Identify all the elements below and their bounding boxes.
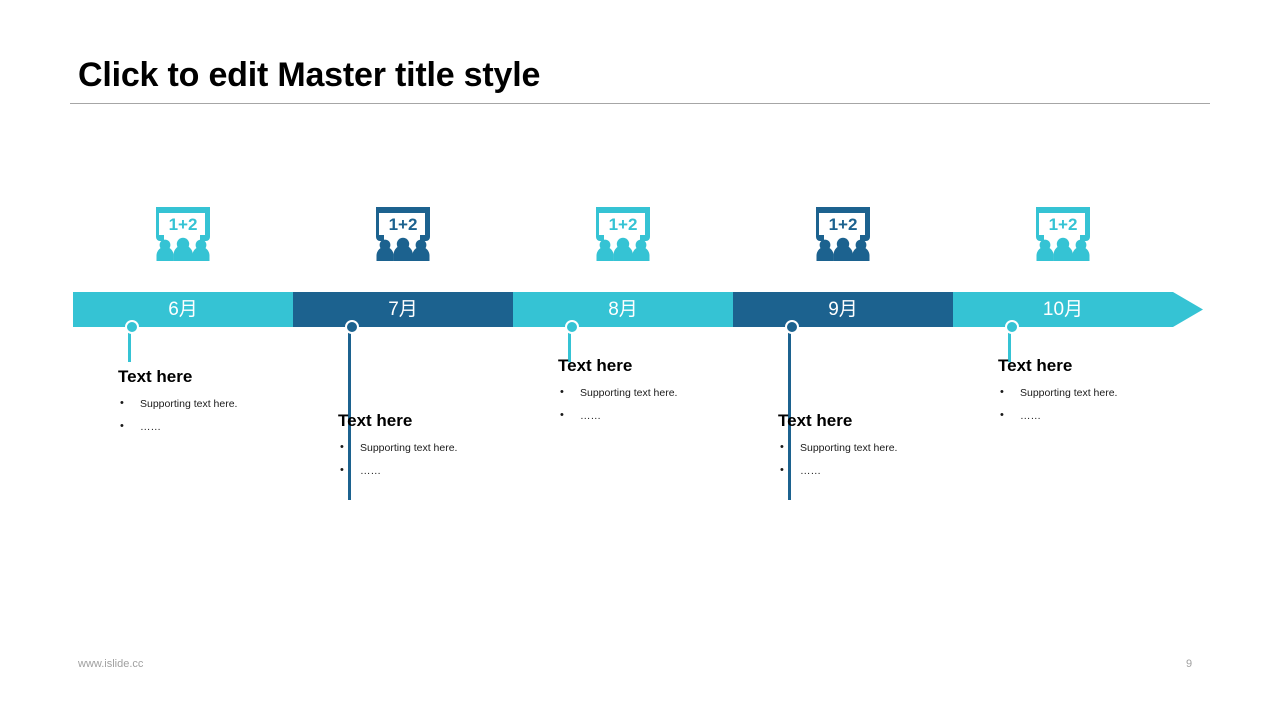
milestone-bullet-item[interactable]: • …… bbox=[118, 420, 348, 434]
bullet-dot-icon: • bbox=[1000, 409, 1004, 422]
milestone-bullet-list: • Supporting text here. • …… bbox=[778, 440, 1008, 478]
milestone-bullet-item[interactable]: • …… bbox=[778, 464, 1008, 478]
milestone-bullet-text: …… bbox=[580, 410, 601, 423]
milestone-heading[interactable]: Text here bbox=[118, 367, 193, 386]
timeline-segment-month-label: 10月 bbox=[1042, 299, 1084, 320]
milestone-bullet-text: Supporting text here. bbox=[800, 441, 898, 454]
milestone-bullet-item[interactable]: • …… bbox=[558, 409, 788, 423]
timeline-segment-month-label: 7月 bbox=[388, 299, 418, 320]
milestone-bullet-item[interactable]: • Supporting text here. bbox=[998, 385, 1228, 399]
svg-text:1+2: 1+2 bbox=[1049, 215, 1078, 234]
milestone-text-block-1[interactable]: Text here • Supporting text here. • …… bbox=[118, 367, 348, 446]
bullet-dot-icon: • bbox=[340, 464, 344, 477]
connector-dot bbox=[785, 320, 799, 334]
milestone-bullet-item[interactable]: • …… bbox=[338, 464, 568, 478]
milestone-bullet-text: …… bbox=[800, 465, 821, 478]
timeline-segment-4[interactable]: 9月 bbox=[733, 292, 953, 327]
svg-text:1+2: 1+2 bbox=[389, 215, 418, 234]
milestone-bullet-item[interactable]: • Supporting text here. bbox=[118, 396, 348, 410]
bullet-dot-icon: • bbox=[560, 385, 564, 398]
milestone-heading[interactable]: Text here bbox=[558, 356, 633, 375]
bullet-dot-icon: • bbox=[120, 396, 124, 409]
svg-text:1+2: 1+2 bbox=[829, 215, 858, 234]
timeline-segment-5[interactable]: 10月 bbox=[953, 292, 1173, 327]
icon-row: 1+2 1+2 1+2 1+2 1+2 bbox=[73, 203, 1203, 265]
connector-line bbox=[1007, 328, 1011, 362]
milestone-bullet-item[interactable]: • …… bbox=[998, 409, 1228, 423]
milestone-bullet-text: Supporting text here. bbox=[1020, 386, 1118, 399]
bullet-dot-icon: • bbox=[340, 440, 344, 453]
milestone-bullet-text: …… bbox=[140, 421, 161, 434]
milestone-bullet-item[interactable]: • Supporting text here. bbox=[338, 440, 568, 454]
timeline-segment-month-label: 9月 bbox=[828, 299, 858, 320]
milestone-heading[interactable]: Text here bbox=[778, 411, 853, 430]
timeline-connector-3 bbox=[565, 320, 579, 364]
bullet-dot-icon: • bbox=[780, 464, 784, 477]
milestone-bullet-text: …… bbox=[360, 465, 381, 478]
bullet-dot-icon: • bbox=[780, 440, 784, 453]
bullet-dot-icon: • bbox=[1000, 385, 1004, 398]
timeline-segment-1[interactable]: 6月 bbox=[73, 292, 293, 327]
milestone-text-block-4[interactable]: Text here • Supporting text here. • …… bbox=[778, 411, 1008, 490]
timeline-segment-2[interactable]: 7月 bbox=[293, 292, 513, 327]
timeline-segment-month-label: 6月 bbox=[168, 299, 198, 320]
footer-watermark: www.islide.cc bbox=[78, 658, 144, 670]
timeline-segment-3[interactable]: 8月 bbox=[513, 292, 733, 327]
classroom-presentation-icon: 1+2 bbox=[812, 203, 874, 265]
classroom-presentation-icon: 1+2 bbox=[152, 203, 214, 265]
milestone-text-block-5[interactable]: Text here • Supporting text here. • …… bbox=[998, 356, 1228, 435]
milestone-heading[interactable]: Text here bbox=[338, 411, 413, 430]
timeline-connector-5 bbox=[1005, 320, 1019, 364]
milestone-bullet-list: • Supporting text here. • …… bbox=[558, 385, 788, 423]
svg-text:1+2: 1+2 bbox=[169, 215, 198, 234]
connector-line bbox=[787, 328, 791, 500]
title-divider bbox=[70, 103, 1210, 104]
connector-dot bbox=[345, 320, 359, 334]
page-title[interactable]: Click to edit Master title style bbox=[78, 56, 541, 94]
connector-dot bbox=[125, 320, 139, 334]
milestone-bullet-text: Supporting text here. bbox=[580, 386, 678, 399]
milestone-bullet-list: • Supporting text here. • …… bbox=[338, 440, 568, 478]
milestone-bullet-text: Supporting text here. bbox=[140, 397, 238, 410]
milestone-bullet-list: • Supporting text here. • …… bbox=[118, 396, 348, 434]
classroom-presentation-icon: 1+2 bbox=[592, 203, 654, 265]
milestone-bullet-text: Supporting text here. bbox=[360, 441, 458, 454]
milestone-heading[interactable]: Text here bbox=[998, 356, 1073, 375]
milestone-bullet-text: …… bbox=[1020, 410, 1041, 423]
timeline-bar: 6月 7月 8月 9月 10月 bbox=[73, 292, 1203, 327]
milestone-bullet-item[interactable]: • Supporting text here. bbox=[778, 440, 1008, 454]
connector-line bbox=[127, 328, 131, 362]
connector-dot bbox=[565, 320, 579, 334]
milestone-bullet-list: • Supporting text here. • …… bbox=[998, 385, 1228, 423]
bullet-dot-icon: • bbox=[120, 420, 124, 433]
timeline-segment-month-label: 8月 bbox=[608, 299, 638, 320]
svg-text:1+2: 1+2 bbox=[609, 215, 638, 234]
timeline-arrow-tip-icon bbox=[1173, 292, 1203, 327]
bullet-dot-icon: • bbox=[560, 409, 564, 422]
timeline-connector-4 bbox=[785, 320, 799, 502]
milestone-text-block-2[interactable]: Text here • Supporting text here. • …… bbox=[338, 411, 568, 490]
connector-line bbox=[347, 328, 351, 500]
connector-line bbox=[567, 328, 571, 362]
milestone-bullet-item[interactable]: • Supporting text here. bbox=[558, 385, 788, 399]
connector-dot bbox=[1005, 320, 1019, 334]
classroom-presentation-icon: 1+2 bbox=[372, 203, 434, 265]
page-number: 9 bbox=[1186, 658, 1193, 670]
timeline-connector-2 bbox=[345, 320, 359, 502]
milestone-text-block-3[interactable]: Text here • Supporting text here. • …… bbox=[558, 356, 788, 435]
classroom-presentation-icon: 1+2 bbox=[1032, 203, 1094, 265]
timeline-connector-1 bbox=[125, 320, 139, 364]
